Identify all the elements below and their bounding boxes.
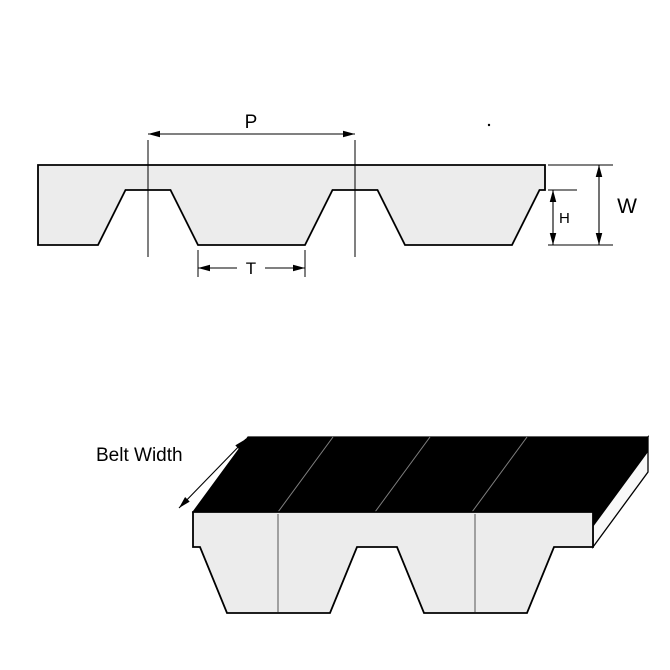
- belt-end-face-top-band: [593, 437, 648, 527]
- belt-top-face: [191, 436, 650, 513]
- belt-cross-section: [37, 164, 546, 246]
- tooth-dimension-label: T: [246, 259, 256, 278]
- height-dimension-label: H: [559, 210, 570, 227]
- belt-width-label: Belt Width: [96, 445, 183, 466]
- cross-section-view: P T H W: [37, 112, 637, 278]
- thickness-dimension-label: W: [617, 195, 637, 218]
- pitch-dimension-label: P: [245, 112, 258, 133]
- belt-front-face: [192, 511, 594, 614]
- isometric-view: Belt Width: [96, 435, 650, 614]
- belt-width-arrow: [178, 438, 247, 509]
- top-face-seam-line: [471, 436, 528, 513]
- top-face-seam-line: [277, 436, 334, 513]
- stray-mark: [487, 123, 491, 127]
- top-face-seam-line: [374, 436, 431, 513]
